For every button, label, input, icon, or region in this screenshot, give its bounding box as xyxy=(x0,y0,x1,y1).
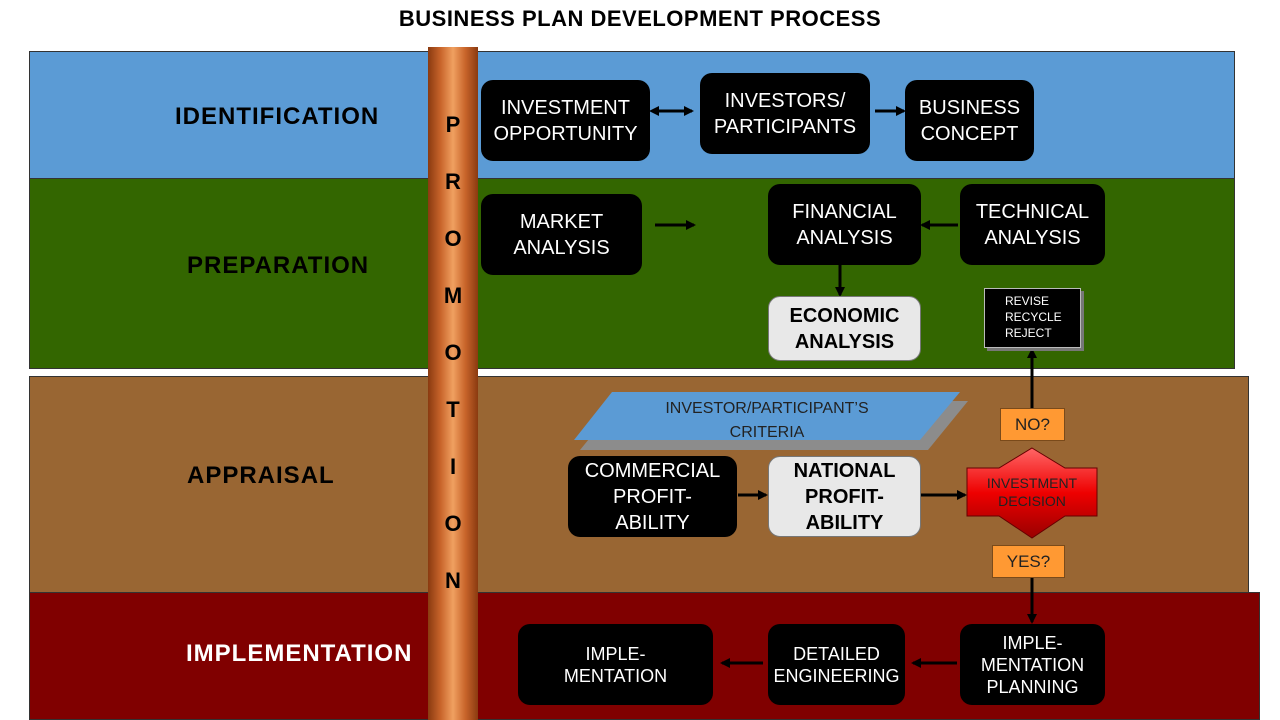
band-label-implementation: IMPLEMENTATION xyxy=(186,640,413,667)
band-label-identification: IDENTIFICATION xyxy=(175,103,380,130)
criteria-label: INVESTOR/PARTICIPANT’S CRITERIA xyxy=(665,400,869,441)
revise-recycle-reject-box: REVISE RECYCLE REJECT xyxy=(984,288,1081,348)
promotion-letter: R xyxy=(445,169,461,194)
promotion-letter: I xyxy=(449,454,457,479)
economic-analysis-box: ECONOMIC ANALYSIS xyxy=(768,296,921,361)
investment-decision: INVESTMENT DECISION xyxy=(986,475,1078,509)
band-label-preparation: PREPARATION xyxy=(187,252,370,279)
promotion-letter: O xyxy=(444,511,462,536)
promotion-letter: T xyxy=(446,397,460,422)
market-analysis-box: MARKET ANALYSIS xyxy=(481,194,642,275)
national-profitability-box: NATIONAL PROFIT- ABILITY xyxy=(768,456,921,537)
implementation-box: IMPLE- MENTATION xyxy=(518,624,713,705)
investors-participants-box: INVESTORS/ PARTICIPANTS xyxy=(700,73,870,154)
commercial-profitability-box: COMMERCIAL PROFIT- ABILITY xyxy=(568,456,737,537)
band-label-appraisal: APPRAISAL xyxy=(187,462,335,489)
investment-opportunity-box: INVESTMENT OPPORTUNITY xyxy=(481,80,650,161)
technical-analysis-box: TECHNICAL ANALYSIS xyxy=(960,184,1105,265)
promotion-pillar xyxy=(428,47,478,720)
promotion-letter: O xyxy=(444,226,462,251)
page-title: BUSINESS PLAN DEVELOPMENT PROCESS xyxy=(398,6,882,31)
promotion-letter: O xyxy=(444,340,462,365)
yes-tag: YES? xyxy=(992,545,1065,578)
promotion-letter: N xyxy=(445,568,461,593)
promotion-letters: P R O M O T I O N xyxy=(428,96,478,609)
no-tag: NO? xyxy=(1000,408,1065,441)
financial-analysis-box: FINANCIAL ANALYSIS xyxy=(768,184,921,265)
implementation-planning-box: IMPLE- MENTATION PLANNING xyxy=(960,624,1105,705)
detailed-engineering-box: DETAILED ENGINEERING xyxy=(768,624,905,705)
business-concept-box: BUSINESS CONCEPT xyxy=(905,80,1034,161)
promotion-letter: M xyxy=(443,283,463,308)
promotion-letter: P xyxy=(445,112,461,137)
